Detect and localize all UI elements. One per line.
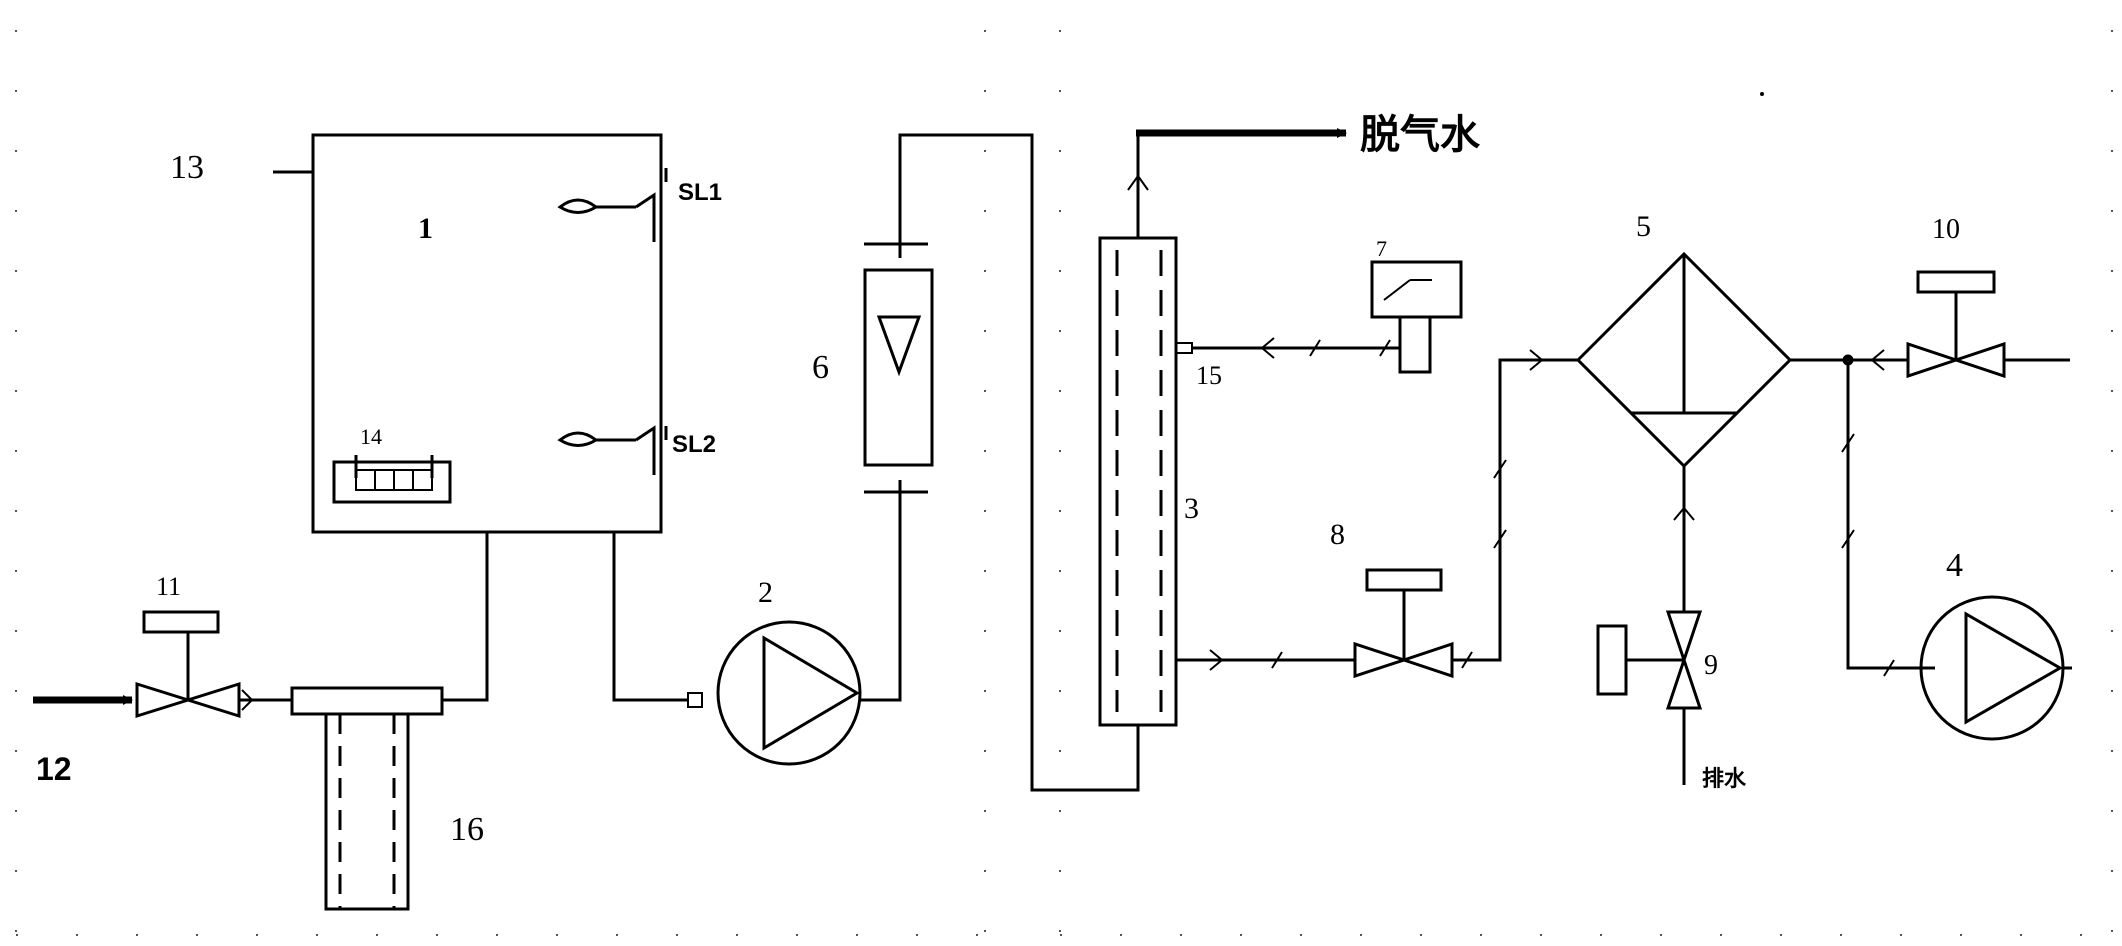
softener-16 — [290, 686, 444, 911]
label-pump-2: 2 — [758, 576, 773, 609]
degassing-column-3 — [1098, 236, 1178, 727]
valve-9 — [1596, 610, 1703, 710]
flowmeter-6 — [863, 242, 934, 494]
label-inlet: 12 — [36, 751, 72, 787]
label-valve-8: 8 — [1330, 518, 1345, 551]
pump-2 — [716, 620, 862, 766]
junction-to-pump4 — [1846, 360, 1935, 670]
label-sl2: SL2 — [672, 431, 716, 458]
tank-to-pump2 — [612, 532, 688, 702]
valve-11 — [135, 610, 241, 719]
softener-to-tank — [442, 532, 489, 702]
label-gauge: 7 — [1376, 236, 1387, 261]
pump-4 — [1919, 595, 2065, 741]
left-enclosure — [15, 30, 986, 936]
water-tank — [311, 133, 663, 534]
filter-5 — [1575, 251, 1793, 469]
label-flowmeter: 6 — [812, 349, 829, 386]
gauge-7 — [1370, 260, 1463, 374]
label-valve-11: 11 — [156, 572, 181, 601]
label-pump-4: 4 — [1946, 547, 1963, 584]
valve-10 — [1906, 270, 2006, 379]
label-drain: 排水 — [1702, 766, 1747, 791]
pump2-to-flowmeter — [860, 492, 902, 702]
level-switch-sl2 — [557, 425, 668, 475]
label-sl1: SL1 — [678, 179, 722, 206]
stray-dot — [1760, 92, 1764, 96]
label-valve-9: 9 — [1704, 650, 1718, 681]
probe-15 — [1175, 342, 1193, 354]
valve-8 — [1353, 568, 1454, 679]
valve8-to-filter — [1452, 358, 1578, 662]
right-enclosure — [1059, 30, 2113, 936]
label-filter: 5 — [1636, 210, 1651, 243]
level-switch-sl1 — [557, 168, 668, 242]
label-heater: 14 — [360, 424, 382, 449]
label-softener: 16 — [450, 811, 484, 848]
label-probe: 15 — [1196, 361, 1222, 390]
label-tank: 1 — [418, 212, 433, 245]
flowmeter-to-column — [898, 133, 1140, 792]
heater-element — [332, 455, 452, 504]
label-vent: 13 — [170, 149, 204, 186]
label-column: 3 — [1184, 492, 1199, 525]
label-outlet: 脱气水 — [1360, 113, 1481, 157]
label-valve-10: 10 — [1932, 214, 1960, 245]
